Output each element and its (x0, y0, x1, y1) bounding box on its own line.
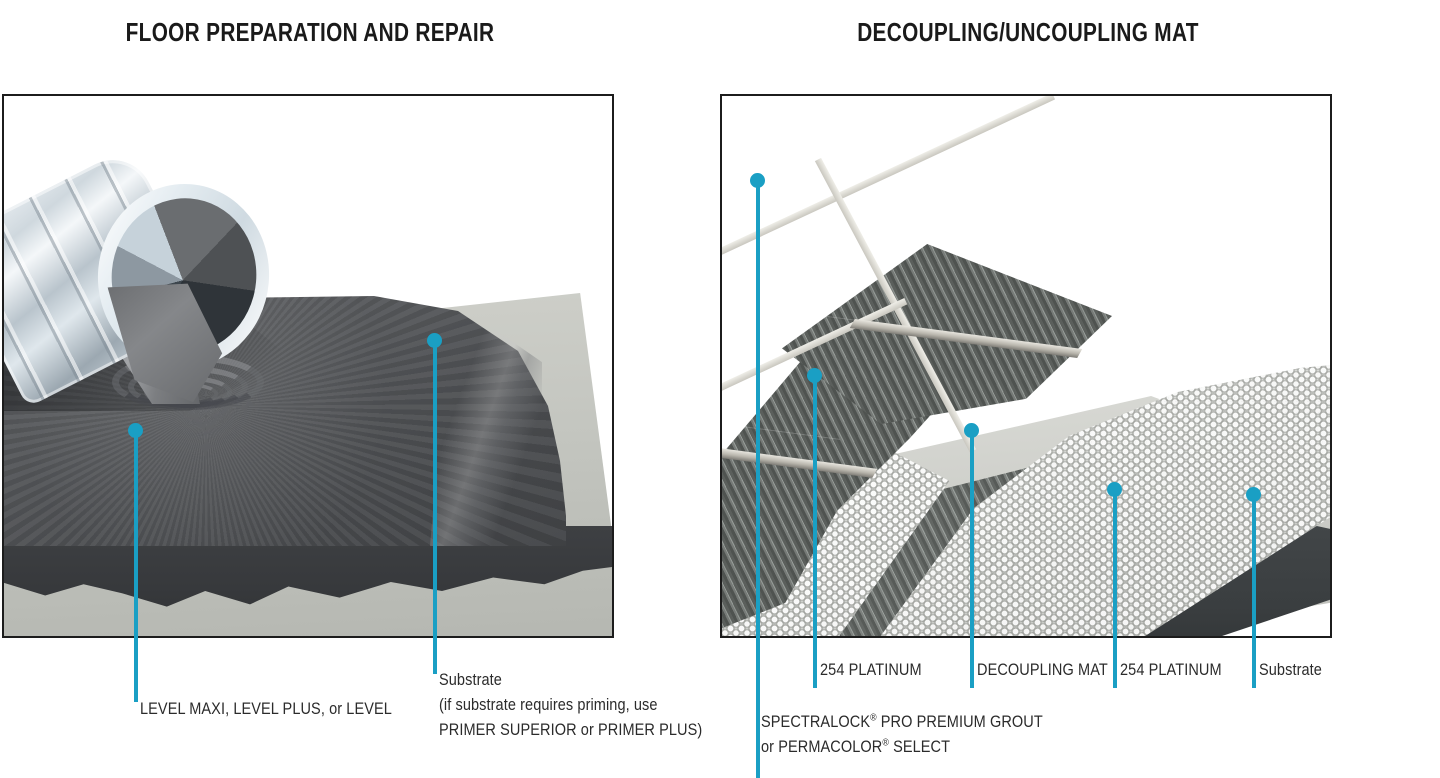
callout-line-254-platinum-lower (1112, 489, 1117, 688)
decoupling-mat-artwork (722, 96, 1330, 636)
callout-line-text: LEVEL MAXI, LEVEL PLUS, or LEVEL (140, 700, 392, 718)
callout-line-spectralock-grout (755, 180, 760, 778)
callout-label-254-platinum-upper: 254 PLATINUM (820, 658, 922, 683)
illustration-decoupling-mat (720, 94, 1332, 638)
callout-line-decoupling-mat (969, 430, 974, 688)
callout-line-substrate-right (1251, 494, 1256, 688)
callout-label-spectralock-grout: SPECTRALOCK® PRO PREMIUM GROUT or PERMAC… (761, 710, 1043, 760)
callout-label-254-platinum-lower: 254 PLATINUM (1120, 658, 1222, 683)
callout-line-text: Substrate (1259, 661, 1322, 679)
callout-line-text: Substrate (439, 671, 502, 689)
callout-line-text: DECOUPLING MAT (977, 661, 1108, 679)
floor-preparation-artwork (4, 96, 612, 636)
callout-label-substrate-left: Substrate (if substrate requires priming… (439, 668, 702, 743)
callout-label-substrate-right: Substrate (1259, 658, 1322, 683)
illustration-floor-preparation (2, 94, 614, 638)
callout-line-text: or PERMACOLOR® SELECT (761, 737, 951, 757)
callout-line-254-platinum-upper (812, 375, 817, 688)
callout-line-text: (if substrate requires priming, use (439, 696, 658, 715)
callout-line-text: SPECTRALOCK® PRO PREMIUM GROUT (761, 712, 1043, 732)
callout-label-leveling-compound: LEVEL MAXI, LEVEL PLUS, or LEVEL (140, 697, 392, 722)
callout-line-text: 254 PLATINUM (820, 661, 922, 679)
callout-line-text: 254 PLATINUM (1120, 661, 1222, 679)
callout-line-leveling-compound (133, 430, 138, 702)
page-title-decoupling-mat: DECOUPLING/UNCOUPLING MAT (857, 17, 1199, 47)
callout-line-text: PRIMER SUPERIOR or PRIMER PLUS) (439, 721, 703, 740)
page-title-floor-preparation: FLOOR PREPARATION AND REPAIR (125, 17, 495, 47)
callout-label-decoupling-mat: DECOUPLING MAT (977, 658, 1108, 683)
callout-line-substrate-left (432, 340, 437, 674)
